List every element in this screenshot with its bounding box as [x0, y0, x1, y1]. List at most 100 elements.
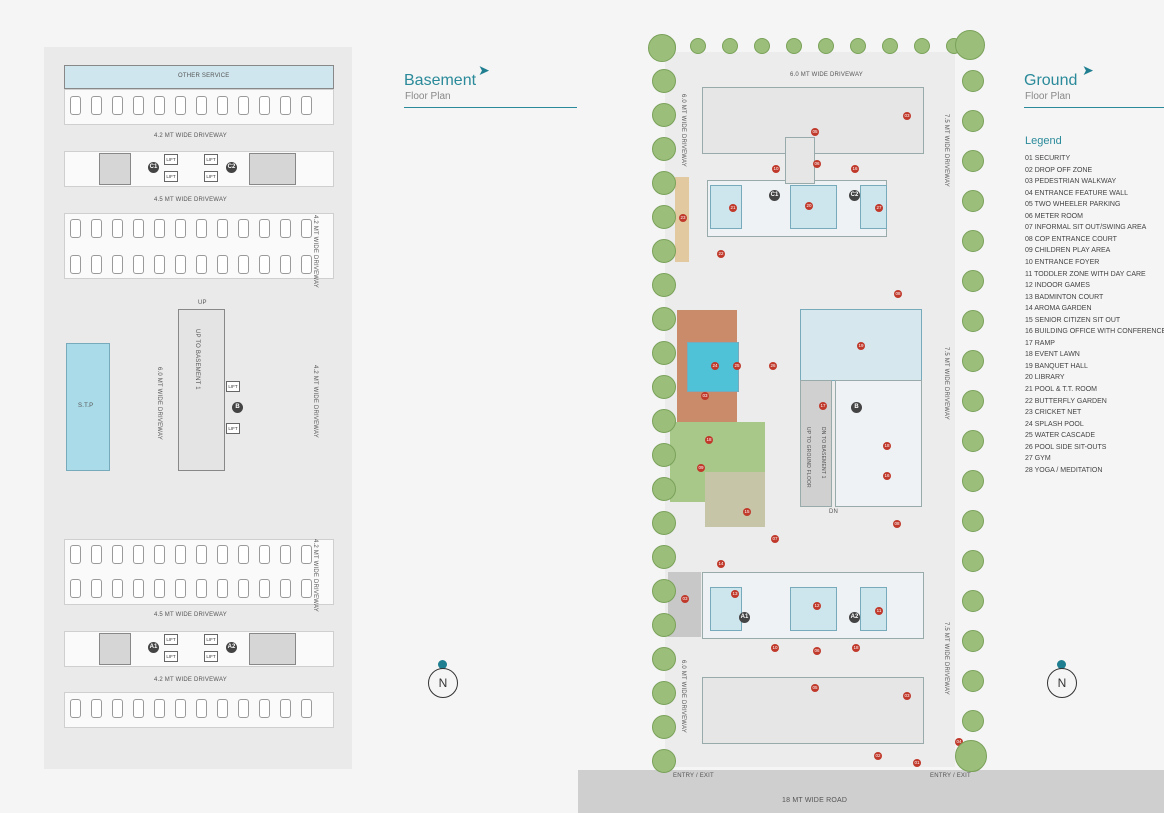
tree-icon	[652, 443, 676, 467]
tree-icon	[652, 647, 676, 671]
lift: LIFT	[204, 634, 218, 645]
legend-item: 18 EVENT LAWN	[1025, 351, 1080, 359]
lift: LIFT	[226, 423, 240, 434]
amenity-marker: 10	[771, 644, 779, 652]
amenity-marker: 08	[894, 290, 902, 298]
tree-icon	[962, 630, 984, 652]
amenity-marker: 23	[679, 214, 687, 222]
tree-icon	[722, 38, 738, 54]
amenity-marker: 18	[705, 436, 713, 444]
other-service-label: OTHER SERVICE	[178, 73, 230, 79]
parking-car-icon	[175, 699, 186, 718]
amenity-marker: 03	[681, 595, 689, 603]
tree-icon	[962, 350, 984, 372]
tree-icon	[962, 710, 984, 732]
stair-core	[249, 153, 296, 185]
amenity-marker: 15	[743, 508, 751, 516]
ramp-up-label: UP	[198, 300, 207, 306]
ground-site: C1 C2 UP TO GROUND FLOOR DN TO BASEMENT …	[665, 52, 963, 767]
parking-car-icon	[91, 699, 102, 718]
parking-car-icon	[259, 255, 270, 274]
legend-item: 11 TODDLER ZONE WITH DAY CARE	[1025, 270, 1146, 278]
parking-car-icon	[238, 96, 249, 115]
tree-icon	[754, 38, 770, 54]
parking-car-icon	[91, 579, 102, 598]
tree-icon	[962, 430, 984, 452]
tree-icon	[962, 390, 984, 412]
parking-car-icon	[301, 545, 312, 564]
tree-icon	[652, 375, 676, 399]
amenity-marker: 26	[769, 362, 777, 370]
parking-car-icon	[112, 255, 123, 274]
tree-icon	[955, 30, 985, 60]
basement-plan: OTHER SERVICE 4.2 MT WIDE DRIVEWAY LIFT …	[44, 47, 352, 769]
parking-car-icon	[70, 699, 81, 718]
legend-item: 23 CRICKET NET	[1025, 409, 1082, 417]
parking-car-icon	[238, 545, 249, 564]
parking-car-icon	[133, 255, 144, 274]
parking-car-icon	[217, 699, 228, 718]
tree-icon	[962, 670, 984, 692]
tree-icon	[652, 137, 676, 161]
parking-car-icon	[301, 579, 312, 598]
tower-b	[835, 380, 922, 507]
basement-title: Basement	[404, 72, 477, 89]
stair-core	[785, 137, 815, 184]
ground-subtitle: Floor Plan	[1025, 91, 1071, 102]
other-service-strip	[64, 65, 334, 89]
core-badge-c2: C2	[849, 190, 860, 201]
legend-item: 06 METER ROOM	[1025, 212, 1083, 220]
amenity-marker: 05	[811, 128, 819, 136]
parking-car-icon	[91, 96, 102, 115]
parking-car-icon	[196, 579, 207, 598]
legend-item: 01 SECURITY	[1025, 155, 1071, 162]
driveway-label: 6.0 MT WIDE DRIVEWAY	[680, 660, 686, 733]
parking-car-icon	[154, 255, 165, 274]
tree-icon	[962, 110, 984, 132]
bird-logo-icon: ➤	[478, 62, 490, 78]
amenity-marker: 11	[875, 607, 883, 615]
legend-item: 05 TWO WHEELER PARKING	[1025, 201, 1121, 209]
amenity-marker: 18	[883, 442, 891, 450]
tree-icon	[652, 103, 676, 127]
parking-car-icon	[301, 96, 312, 115]
driveway-label: 4.2 MT WIDE DRIVEWAY	[312, 539, 318, 612]
parking-car-icon	[70, 255, 81, 274]
parking-car-icon	[196, 545, 207, 564]
parking-car-icon	[154, 96, 165, 115]
amenity-marker: 08	[893, 520, 901, 528]
entry-exit-left: ENTRY / EXIT	[673, 773, 714, 779]
core-badge-c2: C2	[226, 162, 237, 173]
parking-car-icon	[133, 96, 144, 115]
legend-item: 26 POOL SIDE SIT-OUTS	[1025, 443, 1107, 451]
senior-citizen-sit-out	[705, 472, 765, 527]
tree-icon	[786, 38, 802, 54]
parking-car-icon	[196, 219, 207, 238]
driveway-label: 4.5 MT WIDE DRIVEWAY	[154, 197, 227, 203]
parking-car-icon	[259, 579, 270, 598]
amenity-marker: 06	[813, 160, 821, 168]
parking-car-icon	[238, 255, 249, 274]
parking-car-icon	[280, 96, 291, 115]
parking-car-icon	[91, 545, 102, 564]
driveway-label: 6.0 MT WIDE DRIVEWAY	[790, 72, 863, 78]
parking-car-icon	[133, 579, 144, 598]
parking-car-icon	[91, 255, 102, 274]
tree-icon	[652, 171, 676, 195]
parking-car-icon	[154, 545, 165, 564]
parking-car-icon	[217, 219, 228, 238]
parking-car-icon	[70, 219, 81, 238]
tree-icon	[962, 310, 984, 332]
lift: LIFT	[164, 154, 178, 165]
lift: LIFT	[204, 651, 218, 662]
core-badge-a2: A2	[226, 642, 237, 653]
amenity-marker: 01	[913, 759, 921, 767]
parking-car-icon	[280, 219, 291, 238]
parking-car-icon	[112, 96, 123, 115]
tree-icon	[962, 270, 984, 292]
lift: LIFT	[226, 381, 240, 392]
informal-sit-out	[860, 587, 887, 631]
amenity-marker: 24	[711, 362, 719, 370]
amenity-marker: 14	[717, 560, 725, 568]
tree-icon	[962, 190, 984, 212]
